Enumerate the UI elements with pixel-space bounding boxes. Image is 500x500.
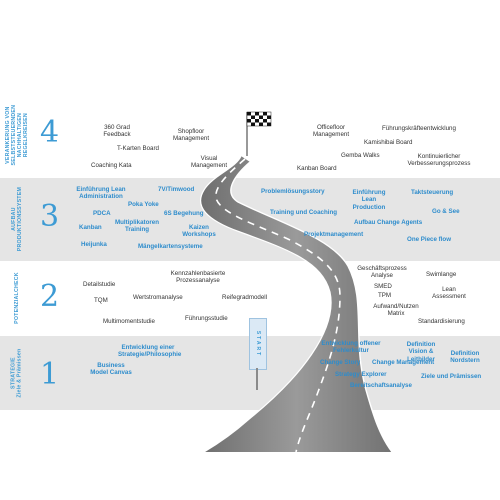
label-pdca: PDCA (93, 210, 111, 217)
label-kamishibai-board: Kamishibai Board (364, 139, 413, 146)
label-wertstromanalyse: Wertstromanalyse (133, 294, 183, 301)
label-fuehrungskraefteentwicklung: Führungskräfteentwicklung (382, 125, 456, 132)
road-edge-left (199, 155, 332, 453)
label-bereitschaftsanalyse: Bereitschaftsanalyse (350, 382, 412, 389)
label-geschaeftsprozess-analyse: Geschäftsprozess Analyse (357, 265, 407, 280)
label-change-story: Change Story (320, 359, 361, 366)
label-tpm: TPM (378, 292, 392, 299)
label-fuehrungsstudie: Führungsstudie (185, 315, 228, 322)
label-problemloesungsstory: Problemlösungsstory (261, 188, 325, 195)
label-poka-yoke: Poka Yoke (128, 201, 159, 208)
label-ziele-und-praemissen: Ziele und Prämissen (421, 373, 482, 380)
label-entwicklung-einer-strategie: Entwicklung einer Strategie/Philosophie (118, 344, 182, 359)
start-sign-pole (256, 368, 258, 390)
label-kaizen-workshops: Kaizen Workshops (182, 224, 216, 239)
label-business-model-canvas: Business Model Canvas (90, 362, 132, 377)
label-coaching-kata: Coaching Kata (91, 162, 132, 169)
label-multiplikatoren-training: Multiplikatoren Training (115, 219, 160, 234)
label-standardisierung: Standardisierung (418, 318, 465, 325)
label-lean-assessment: Lean Assessment (432, 286, 466, 301)
label-einfuehrung-lean-production: Einführung Lean Production (352, 189, 386, 211)
stage-1-number: 1 (40, 357, 60, 392)
label-aufbau-change-agents: Aufbau Change Agents (354, 219, 423, 226)
finish-flag-icon (246, 111, 272, 127)
label-training-und-coaching: Training und Coaching (270, 209, 338, 216)
label-7v-timwood: 7V/Timwood (158, 186, 195, 193)
label-officefloor-management: Officefloor Management (312, 124, 350, 139)
label-change-management: Change Management (372, 359, 435, 366)
label-gemba-walks: Gemba Walks (341, 152, 380, 159)
label-heijunka: Heijunka (81, 241, 107, 248)
label-swimlange: Swimlange (426, 271, 457, 278)
label-6s-begehung: 6S Begehung (164, 210, 204, 217)
road-edge-right (230, 161, 393, 453)
label-kanban: Kanban (79, 224, 102, 231)
label-visual-management: Visual Management (190, 155, 228, 170)
label-one-piece-flow: One Piece flow (407, 236, 452, 243)
label-strategy-explorer: Strategy Explorer (335, 371, 387, 378)
label-t-karten-board: T-Karten Board (117, 145, 159, 152)
road-center-line (215, 158, 341, 453)
start-sign: START (249, 318, 267, 370)
label-kanban-board: Kanban Board (297, 165, 337, 172)
label-definition-nordstern: Definition Nordstern (450, 350, 480, 365)
label-shopfloor-management: Shopfloor Management (172, 128, 210, 143)
stage-2-number: 2 (40, 279, 60, 314)
label-einfuehrung-lean-administration: Einführung Lean Administration (76, 186, 126, 201)
label-projektmanagement: Projektmanagement (304, 231, 364, 238)
label-kontinuierlicher-verbesserungsprozess: Kontinuierlicher Verbesserungsprozess (407, 153, 471, 168)
label-reifegradmodell: Reifegradmodell (222, 294, 268, 301)
label-definition-vision-leitbilder: Definition Vision & Leitbilder (406, 341, 436, 363)
stage-3-number: 3 (40, 199, 60, 234)
label-maengelkartensysteme: Mängelkartensysteme (138, 243, 203, 250)
road-surface (200, 156, 392, 452)
label-tqm: TQM (94, 297, 108, 304)
label-360-grad-feedback: 360 Grad Feedback (103, 124, 131, 139)
label-aufwand-nutzen-matrix: Aufwand/Nutzen Matrix (373, 303, 419, 318)
label-multimomentstudie: Multimomentstudie (103, 318, 155, 325)
label-kennzahlenbasierte-prozessanalyse: Kennzahlenbasierte Prozessanalyse (170, 270, 226, 285)
stage-4-number: 4 (40, 115, 60, 150)
label-smed: SMED (374, 283, 392, 290)
label-detailstudie: Detailstudie (83, 281, 116, 288)
label-taktsteuerung: Taktsteuerung (411, 189, 454, 196)
label-entwicklung-offener-fehlerkultur: Entwicklung offener Fehlerkultur (321, 340, 381, 355)
label-go-and-see: Go & See (432, 208, 460, 215)
